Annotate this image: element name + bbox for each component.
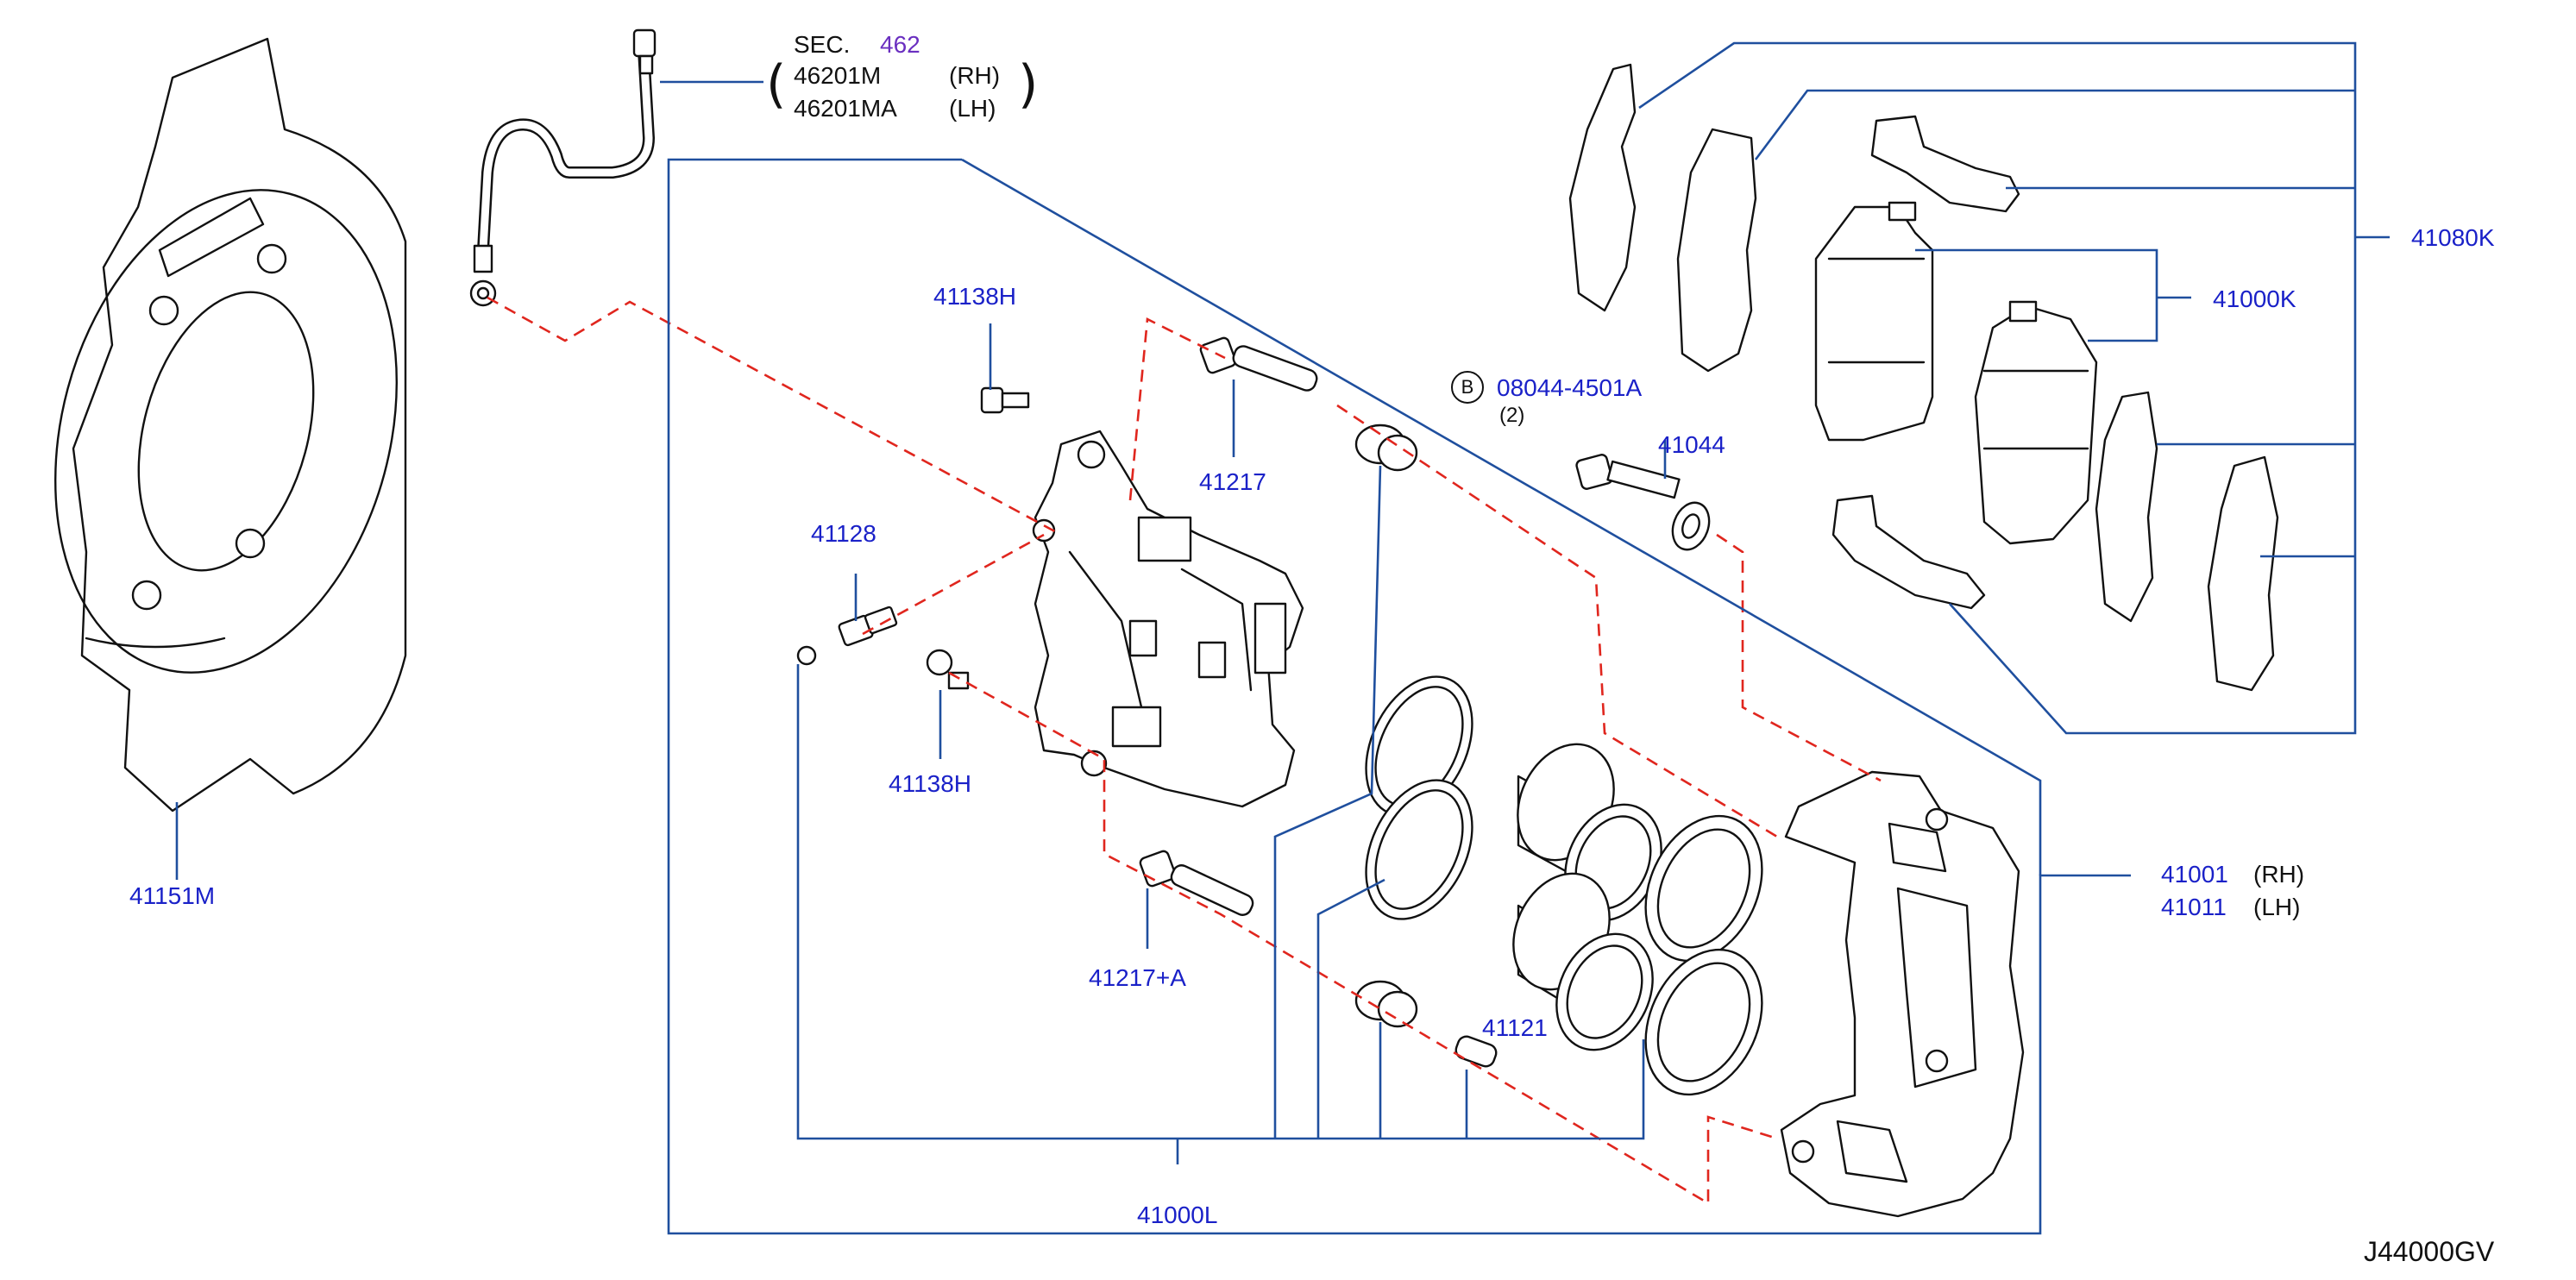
pin-lower-part-number[interactable]: 41217+A xyxy=(1089,964,1186,991)
caliper-bracket xyxy=(1032,430,1304,808)
caliper-body xyxy=(1780,770,2025,1218)
brake-pad-inner xyxy=(1974,300,2098,545)
hose-lh-side: (LH) xyxy=(949,95,996,122)
pin-sleeve xyxy=(1454,1035,1498,1068)
pin-upper-part-number[interactable]: 41217 xyxy=(1199,468,1266,495)
backing-plate-part-number[interactable]: 41151M xyxy=(129,882,216,909)
shim-inner-2 xyxy=(2207,455,2279,692)
washer-part-number[interactable]: 41044 xyxy=(1658,431,1725,458)
shim-outer-2 xyxy=(1676,128,1757,373)
hose-rh-part-number[interactable]: 46201M xyxy=(794,62,882,89)
bolt-upper-part-number[interactable]: 41138H xyxy=(933,283,1017,310)
bolt-b-quantity: (2) xyxy=(1499,404,1525,427)
brake-hose xyxy=(469,28,657,307)
bolt-lower-part-number[interactable]: 41138H xyxy=(889,770,972,797)
guide-pin-upper xyxy=(1199,336,1318,392)
sec-label: SEC. xyxy=(794,31,851,58)
piston-seal-lower xyxy=(1365,779,1473,920)
diagram-code: J44000GV xyxy=(2364,1236,2495,1267)
shim-inner-1 xyxy=(2095,391,2158,623)
dust-seal-lower xyxy=(1644,948,1763,1096)
pin-boot-lower xyxy=(1354,980,1418,1028)
shim-outer-1 xyxy=(1568,63,1637,312)
leader-lines xyxy=(175,41,2390,1235)
paren-open: ( xyxy=(766,54,787,115)
bleeder-part-number[interactable]: 41128 xyxy=(811,520,876,547)
bleeder-screw xyxy=(796,605,898,666)
pin-boot-upper xyxy=(1354,424,1418,472)
brake-pad-outer xyxy=(1814,201,1934,442)
bolt-41138h-lower xyxy=(926,649,970,690)
caliper-rh-part-number[interactable]: 41001 xyxy=(2161,861,2228,888)
paren-close: ) xyxy=(1018,54,1039,115)
seal-kit-part-number[interactable]: 41000L xyxy=(1137,1202,1218,1228)
hose-lh-part-number[interactable]: 46201MA xyxy=(794,95,897,122)
bolt-41138h-upper xyxy=(980,386,1030,414)
guide-pin-lower xyxy=(1139,850,1254,916)
caliper-rh-side: (RH) xyxy=(2253,861,2305,888)
backing-plate xyxy=(54,37,407,813)
bolt-b-symbol: B xyxy=(1451,371,1484,404)
washer xyxy=(1671,501,1711,551)
pad-kit-part-number[interactable]: 41000K xyxy=(2213,285,2296,312)
piston-part-number[interactable]: 41121 xyxy=(1482,1014,1548,1041)
pad-hardware-kit-part-number[interactable]: 41080K xyxy=(2411,224,2495,251)
mounting-bolt xyxy=(1575,454,1681,499)
caliper-lh-part-number[interactable]: 41011 xyxy=(2161,894,2227,920)
pad-clip-upper xyxy=(1870,115,2020,213)
dust-seal-upper xyxy=(1644,814,1763,963)
assembly-lines xyxy=(487,296,1882,1206)
section-number-link[interactable]: 462 xyxy=(880,31,920,58)
piston-lower xyxy=(1512,872,1654,1051)
bolt-b-part-number[interactable]: 08044-4501A xyxy=(1497,374,1643,401)
pad-clip-lower xyxy=(1831,494,1986,610)
hose-rh-side: (RH) xyxy=(949,62,1001,89)
caliper-lh-side: (LH) xyxy=(2253,894,2301,920)
